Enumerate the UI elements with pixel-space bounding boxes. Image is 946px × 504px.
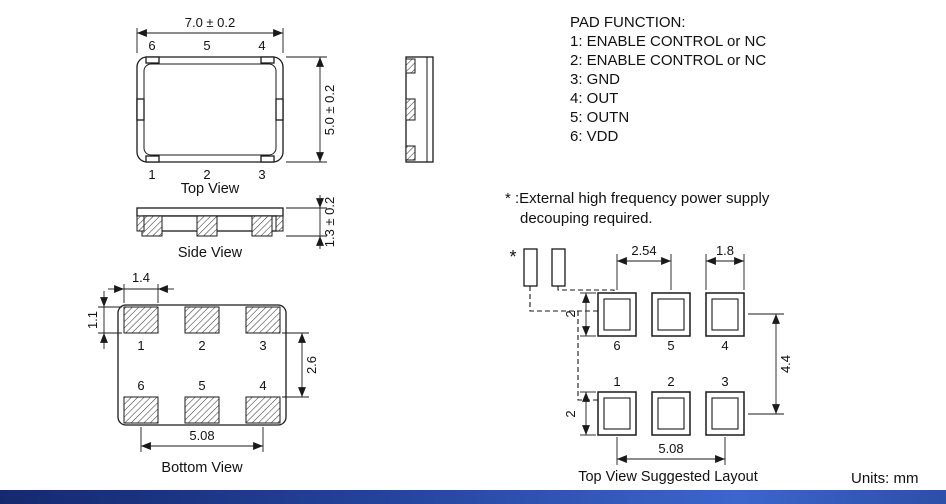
side-view-thickness-dimension <box>286 195 327 249</box>
layout-pitch-dimension <box>616 254 672 290</box>
top-view-height-dimension <box>286 56 327 163</box>
footer-bar <box>0 490 946 504</box>
layout-star-mark: * <box>509 247 516 267</box>
layout-pad4-number: 4 <box>721 338 728 353</box>
pad-function-item-2: 2: ENABLE CONTROL or NC <box>570 52 767 69</box>
bottom-view-pad-height-dimension <box>98 291 122 349</box>
top-view-pad5-number: 5 <box>203 38 210 53</box>
layout-span-dimension <box>616 437 726 465</box>
layout-pad2-number: 2 <box>667 374 674 389</box>
pad-function-item-5: 5: OUTN <box>570 109 630 126</box>
bottom-view-pad-height-label: 1.1 <box>85 311 100 329</box>
pad-function-title: PAD FUNCTION: <box>570 14 686 31</box>
pad-function-item-4: 4: OUT <box>570 90 619 107</box>
bottom-view-pad3-number: 3 <box>259 338 266 353</box>
top-view-title: Top View <box>181 181 240 197</box>
bottom-view-row-gap-dimension <box>282 332 309 398</box>
bottom-view-pad6-number: 6 <box>137 378 144 393</box>
decoupling-note-line2: decouping required. <box>520 210 653 227</box>
side-view-thickness-label: 1.3 ± 0.2 <box>322 197 337 248</box>
decoupling-note-line1: * :External high frequency power supply <box>505 190 770 207</box>
pad-function-item-3: 3: GND <box>570 71 621 88</box>
bottom-view-drawing: 1 2 3 6 5 4 1.4 1.1 2.6 <box>85 270 319 476</box>
layout-pitch-label: 2.54 <box>631 243 656 258</box>
layout-row-span-dimension <box>748 313 784 415</box>
top-view-pad1-number: 1 <box>148 167 155 182</box>
bottom-view-span-label: 5.08 <box>189 428 214 443</box>
top-view-pad4-number: 4 <box>258 38 265 53</box>
suggested-layout-drawing: * 6 5 4 1 2 3 <box>509 243 793 485</box>
layout-pads <box>597 292 745 436</box>
bottom-view-pad4-number: 4 <box>259 378 266 393</box>
bottom-view-pad-width-label: 1.4 <box>132 270 150 285</box>
decoupling-note: * :External high frequency power supply … <box>505 189 769 229</box>
top-view-castellations <box>136 56 284 163</box>
layout-row-span-label: 4.4 <box>778 355 793 373</box>
layout-pad-height-top-dimension <box>580 292 596 337</box>
top-view-pad3-number: 3 <box>258 167 265 182</box>
bottom-view-span-dimension <box>140 427 264 452</box>
top-view-width-label: 7.0 ± 0.2 <box>185 15 236 30</box>
bottom-view-pad1-number: 1 <box>137 338 144 353</box>
bottom-view-pad2-number: 2 <box>198 338 205 353</box>
layout-pad3-number: 3 <box>721 374 728 389</box>
top-view-height-label: 5.0 ± 0.2 <box>322 85 337 136</box>
side-view-drawing: 1.3 ± 0.2 Side View <box>136 195 337 261</box>
bottom-view-pad-width-dimension <box>108 284 174 303</box>
units-label: Units: mm <box>851 470 919 487</box>
layout-span-label: 5.08 <box>658 441 683 456</box>
pad-function-item-6: 6: VDD <box>570 128 619 145</box>
suggested-layout-title: Top View Suggested Layout <box>578 469 758 485</box>
bottom-view-pad5-number: 5 <box>198 378 205 393</box>
decoupling-cap-2 <box>551 248 566 287</box>
layout-pad-width-dimension <box>705 254 745 290</box>
suggested-traces <box>529 286 615 401</box>
decoupling-cap-1 <box>523 248 538 287</box>
layout-pad1-number: 1 <box>613 374 620 389</box>
side-view-title: Side View <box>178 245 243 261</box>
layout-pad-height-bottom-dimension <box>580 391 596 436</box>
bottom-view-title: Bottom View <box>161 460 243 476</box>
bottom-view-pads <box>123 306 281 424</box>
layout-pad-height-bottom-label: 2 <box>563 410 578 417</box>
top-view-pad2-number: 2 <box>203 167 210 182</box>
bottom-view-row-gap-label: 2.6 <box>304 356 319 374</box>
end-view-drawing <box>405 56 434 163</box>
layout-pad6-number: 6 <box>613 338 620 353</box>
layout-pad-width-label: 1.8 <box>716 243 734 258</box>
top-view-width-dimension <box>136 28 284 53</box>
layout-pad-height-top-label: 2 <box>563 310 578 317</box>
top-view-pad6-number: 6 <box>148 38 155 53</box>
pad-function-block: PAD FUNCTION: 1: ENABLE CONTROL or NC 2:… <box>570 13 766 146</box>
layout-pad5-number: 5 <box>667 338 674 353</box>
pad-function-item-1: 1: ENABLE CONTROL or NC <box>570 33 767 50</box>
top-view-drawing: 7.0 ± 0.2 5.0 ± 0.2 6 5 4 1 2 3 Top View <box>136 15 337 197</box>
